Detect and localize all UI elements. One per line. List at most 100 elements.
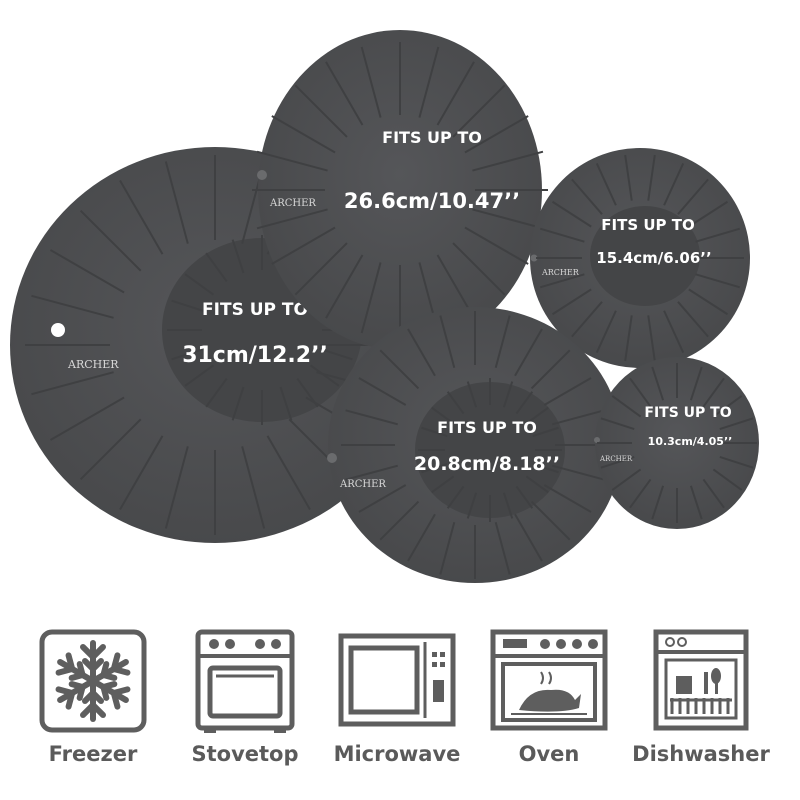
lid-rib (611, 468, 642, 491)
lid-rib (294, 84, 348, 138)
lid-26cm: ARCHER FITS UP TO 26.6cm/10.47’’ (252, 30, 548, 350)
lid-rib (464, 115, 529, 154)
lid-rib (515, 391, 534, 415)
lid-rib (677, 178, 709, 215)
lid-rib (345, 409, 398, 426)
lid-rib (571, 178, 603, 215)
lid-rib (532, 462, 559, 474)
lid-rib (702, 377, 725, 408)
freezer-item: Freezer (18, 628, 168, 766)
lid-rib (79, 209, 142, 272)
lid-rib (418, 46, 440, 118)
lid-rib (360, 46, 382, 118)
lid-rib (31, 371, 114, 396)
lid-rib (407, 513, 436, 562)
lid-rib (309, 364, 340, 387)
lid-rib (466, 492, 478, 519)
lid-20cm: ARCHER FITS UP TO 20.8cm/8.18’’ (327, 307, 622, 583)
dishwasher-item: Dishwasher (626, 628, 776, 766)
dishwasher-icon (653, 629, 749, 731)
lid-rib (552, 464, 605, 481)
silicone-lids-photo: ARCHER FITS UP TO 31cm/12.2’’ ARCHER FIT… (10, 30, 759, 583)
lid-rib (436, 61, 475, 126)
lid-rib (525, 406, 549, 425)
lid-size-label: 26.6cm/10.47’’ (344, 189, 520, 213)
lid-rib (494, 522, 511, 575)
lid-rib (452, 84, 506, 138)
lid-rib (171, 299, 206, 313)
lid-rib (446, 391, 465, 415)
lid-rib (79, 418, 142, 481)
lid-rib (466, 381, 478, 408)
lid-rib (256, 150, 328, 172)
lid-rib (271, 115, 336, 154)
lid-rib (452, 242, 506, 296)
lid-rib (600, 455, 635, 469)
lid-rib (431, 406, 455, 425)
lid-rib (231, 386, 245, 421)
lid-fits-label: FITS UP TO (382, 128, 482, 147)
lid-rib (502, 492, 514, 519)
lid-rib (695, 273, 741, 289)
brand-logo: ARCHER (67, 358, 119, 371)
lid-rib (184, 364, 215, 387)
lid-rib (571, 301, 603, 338)
microwave-label: Microwave (333, 742, 461, 766)
brand-logo: ARCHER (541, 268, 580, 277)
lid-rib (325, 61, 364, 126)
lid-rib (624, 154, 633, 201)
lid-rib (241, 446, 266, 529)
lid-rib (712, 468, 743, 491)
lid-rib (49, 396, 125, 441)
lid-rib (296, 377, 319, 408)
lid-rib (231, 239, 245, 274)
lid-rib (611, 395, 642, 418)
lid-rib (358, 377, 407, 406)
lid-rib (688, 200, 729, 228)
lid-rib (407, 328, 436, 377)
lid-rib (358, 484, 407, 513)
lid-rib (439, 315, 456, 368)
dishwasher-label: Dishwasher (632, 742, 770, 766)
lid-rib (595, 162, 617, 206)
lid-rib (472, 150, 544, 172)
lid-fits-label: FITS UP TO (601, 216, 694, 234)
lid-rib (688, 288, 729, 316)
lid-rib (164, 446, 189, 529)
lid-rib (421, 426, 448, 438)
lid-rib (719, 455, 754, 469)
lid-rib (421, 462, 448, 474)
lid-rib (360, 262, 382, 334)
brand-logo: ARCHER (599, 455, 633, 463)
lid-rib (205, 377, 228, 408)
lid-rib (266, 435, 311, 511)
lid-rib (532, 426, 559, 438)
lid-rib (294, 242, 348, 296)
lid-rib (439, 522, 456, 575)
lid-rib (663, 310, 685, 354)
freezer-label: Freezer (48, 742, 138, 766)
lid-rib (379, 349, 420, 390)
lid-rib (379, 500, 420, 541)
lid-rib (494, 315, 511, 368)
lid-rib (702, 478, 725, 509)
lid-rib (31, 294, 114, 319)
lid-rib (318, 347, 353, 361)
lid-rib (184, 273, 215, 296)
lid-rib (49, 249, 125, 294)
lid-rib (514, 328, 543, 377)
lid-rib (600, 417, 635, 431)
lid-rib (712, 395, 743, 418)
lid-rib (543, 484, 592, 513)
usage-icons-row: Freezer Stovetop Microwave (0, 628, 800, 788)
lid-size-label: 15.4cm/6.06’’ (596, 249, 711, 267)
lid-rib (464, 226, 529, 265)
lid-10cm: ARCHER FITS UP TO 10.3cm/4.05’’ (594, 357, 759, 529)
lid-size-label: 20.8cm/8.18’’ (414, 453, 560, 475)
lid-rib (551, 200, 592, 228)
lid-rib (647, 154, 656, 201)
oven-icon (490, 629, 608, 731)
lid-fits-label: FITS UP TO (202, 300, 308, 320)
lid-fits-label: FITS UP TO (437, 418, 537, 437)
lid-rib (543, 377, 592, 406)
